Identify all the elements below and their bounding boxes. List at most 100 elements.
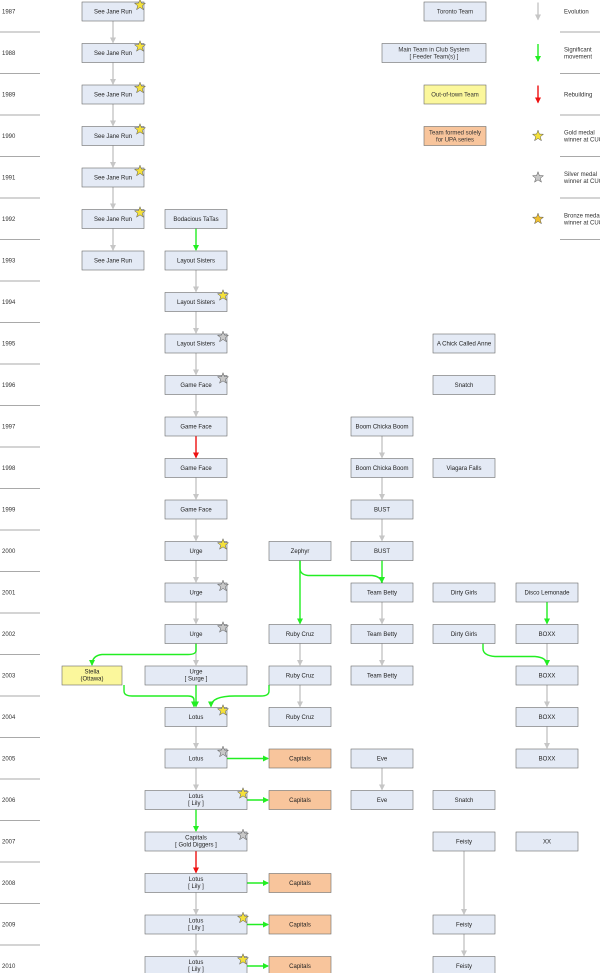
team-box-rect	[144, 956, 248, 973]
team-box-rect	[144, 873, 248, 893]
team-box-rect	[164, 748, 228, 769]
year-label: 2002	[2, 632, 16, 638]
team-name: Lotus	[189, 715, 204, 721]
team-box-rect	[432, 831, 496, 852]
silver-star-icon	[216, 745, 230, 758]
team-box-rect	[515, 707, 579, 727]
team-name: Urge	[189, 632, 203, 638]
year-label: 1987	[2, 10, 16, 16]
team-box: See Jane Run	[81, 122, 147, 146]
team-name: Feisty	[456, 923, 472, 929]
team-box: Feisty	[432, 956, 496, 973]
team-name: See Jane Run	[94, 217, 132, 223]
team-box-rect	[350, 499, 414, 520]
legend-silver-label: Silver medal	[564, 172, 597, 178]
team-box: Dirty Girls	[432, 624, 496, 644]
team-name: Ruby Cruz	[286, 674, 314, 680]
gold-star-icon	[133, 39, 147, 52]
team-name: Lotus	[189, 918, 204, 924]
team-name: Lotus	[189, 960, 204, 966]
significant-arrow	[89, 643, 197, 666]
team-box: Game Face	[164, 458, 228, 478]
team-box: Urge	[164, 620, 230, 644]
legend-gold-label: winner at CUC	[563, 138, 600, 144]
team-box: Team Betty	[350, 624, 414, 644]
team-box-rect	[164, 209, 228, 229]
team-box: See Jane Run	[81, 164, 147, 188]
team-box: Ruby Cruz	[268, 624, 332, 644]
gold-star-icon	[133, 205, 147, 218]
team-box: Capitals	[268, 873, 332, 893]
team-box-rect	[164, 250, 228, 271]
team-box: Capitals	[268, 956, 332, 973]
team-box-rect	[61, 665, 123, 686]
team-box-rect	[81, 126, 145, 146]
team-name: Layout Sisters	[177, 259, 215, 265]
legend-out-of-town-label: Out-of-town Team	[431, 93, 479, 99]
team-name: Disco Lemonade	[524, 591, 570, 597]
team-box-rect	[144, 831, 248, 852]
team-box-rect	[164, 416, 228, 437]
legend-significant-label: Significant	[564, 48, 592, 54]
team-name: Ruby Cruz	[286, 632, 314, 638]
team-box: Game Face	[164, 499, 228, 520]
legend-evolution-label: Evolution	[564, 10, 589, 16]
team-name: Team Betty	[367, 591, 397, 597]
team-name: [ Lily ]	[188, 884, 204, 890]
team-box: Ruby Cruz	[268, 707, 332, 727]
team-name: Capitals	[289, 964, 311, 970]
gold-star-icon	[133, 122, 147, 135]
team-box-rect	[81, 250, 145, 271]
team-box-rect	[268, 748, 332, 769]
year-label: 2005	[2, 757, 16, 763]
legend-main-team-label: Main Team in Club System	[398, 48, 469, 54]
year-label: 2006	[2, 798, 16, 804]
team-box: Lotus	[164, 745, 230, 769]
silver-star-icon	[216, 579, 230, 592]
year-label: 2003	[2, 674, 16, 680]
team-box-rect	[432, 790, 496, 810]
team-box-rect	[164, 707, 228, 727]
team-name: Game Face	[180, 466, 212, 472]
team-name: Eve	[377, 798, 388, 804]
team-box: Lotus	[164, 703, 230, 727]
team-box: See Jane Run	[81, 205, 147, 229]
year-label: 1988	[2, 51, 16, 57]
team-box: See Jane Run	[81, 39, 147, 63]
team-name: Snatch	[455, 383, 474, 389]
team-box-rect	[268, 707, 332, 727]
team-box: Urge[ Surge ]	[144, 665, 248, 686]
significant-arrow	[208, 685, 270, 708]
legend-upa-team-label: for UPA series	[436, 138, 474, 144]
team-name: Bodacious TaTas	[173, 217, 218, 223]
team-name: Lotus	[189, 794, 204, 800]
legend-toronto-team-rect	[423, 1, 487, 22]
team-box-rect	[268, 665, 332, 686]
team-box-rect	[268, 873, 332, 893]
team-name: Dirty Girls	[451, 632, 477, 638]
team-name: Team Betty	[367, 674, 397, 680]
team-box: Team Betty	[350, 665, 414, 686]
year-label: 1990	[2, 134, 16, 140]
legend-main-team-label: [ Feeder Team(s) ]	[410, 55, 459, 61]
team-box-rect	[515, 831, 579, 852]
year-label: 2004	[2, 715, 16, 721]
legend-out-of-town-rect	[423, 84, 487, 105]
silver-star-icon	[216, 330, 230, 343]
team-name: Feisty	[456, 964, 472, 970]
team-box: Capitals	[268, 748, 332, 769]
significant-arrow	[482, 643, 550, 666]
gold-star-icon	[236, 786, 250, 799]
team-box: Eve	[350, 790, 414, 810]
gold-star-icon	[216, 537, 230, 550]
legend-toronto-team-label: Toronto Team	[437, 10, 473, 16]
team-box: Ruby Cruz	[268, 665, 332, 686]
team-box: Feisty	[432, 831, 496, 852]
team-box: BOXX	[515, 624, 579, 644]
year-label: 1999	[2, 508, 16, 514]
team-name: Snatch	[455, 798, 474, 804]
gold-star-icon	[133, 0, 147, 11]
gold-star-icon	[133, 81, 147, 94]
silver-star-icon	[236, 828, 250, 841]
